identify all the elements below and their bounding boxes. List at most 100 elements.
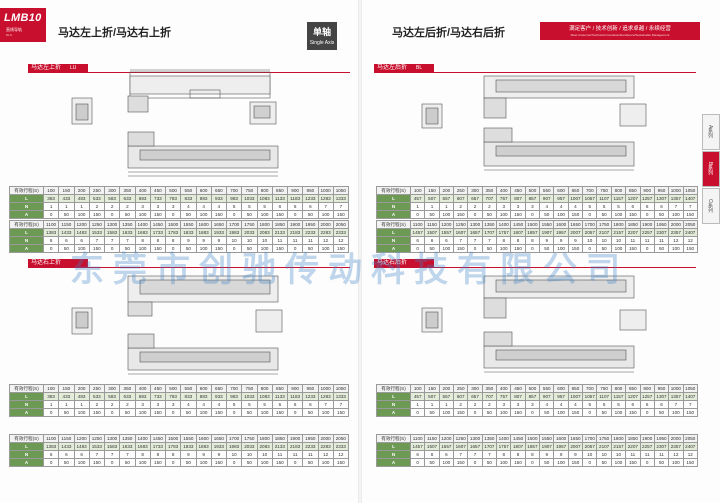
stroke-value-cell: 1800 [256,434,273,443]
stroke-value-cell: 1800 [610,434,627,443]
table-cell: 933 [210,392,228,401]
stroke-value-cell: 550 [539,384,555,393]
table-cell: 1707 [481,442,498,451]
stroke-value-cell: 1800 [256,220,273,229]
stroke-value-cell: 700 [225,384,243,393]
stroke-value-cell: 1500 [164,220,182,229]
table-cell: 507 [424,392,440,401]
table-cell: 150 [567,458,584,467]
slogan-text-en: Meet Customer/Technical Innovation/Excel… [570,33,670,37]
row-label-cell: N [376,450,411,459]
table-cell: 1107 [596,194,612,203]
table-cell: 783 [164,194,182,203]
table-cell: 50 [119,408,136,417]
stroke-value-cell: 1900 [639,220,655,229]
table-cell: 683 [134,392,151,401]
table-cell: 1383 [42,442,60,451]
table-cell: 1483 [73,442,90,451]
table-cell: 807 [510,194,526,203]
table-cell: 7 [467,450,483,459]
stroke-value-cell: 1200 [73,220,90,229]
table-cell: 857 [524,392,541,401]
stroke-value-cell: 1100 [42,434,60,443]
table-cell: 2357 [668,228,684,237]
table-cell: 150 [88,458,106,467]
table-cell: 557 [438,392,455,401]
table-cell: 5 [256,202,273,211]
section-rule [28,267,350,268]
stroke-value-cell: 1600 [195,434,212,443]
logo-subtitle: 直线导轨 [6,27,22,32]
table-cell: 1033 [241,392,258,401]
tab-b-series[interactable]: B系列 [702,151,720,187]
table-cell: 10 [225,450,243,459]
table-cell: 1007 [567,392,584,401]
company-watermark: 东莞市创驰传动科技有限公司 [70,251,629,289]
stroke-value-cell: 300 [103,384,121,393]
stroke-value-cell: 1750 [596,434,612,443]
table-cell: 2333 [332,442,350,451]
table-cell: 1207 [625,194,641,203]
table-cell: 557 [438,194,455,203]
table-cell: 2233 [302,228,319,237]
table-cell: 150 [625,458,641,467]
stroke-value-cell: 650 [567,186,584,195]
stroke-value-cell: 1350 [119,220,136,229]
stroke-value-cell: 1050 [682,384,699,393]
tab-c-series[interactable]: C系列 [702,188,720,224]
stroke-value-cell: 550 [180,384,197,393]
table-cell: 2257 [639,442,655,451]
table-cell: 1557 [438,442,455,451]
table-cell: 100 [256,408,273,417]
table-cell: 7 [317,400,334,409]
stroke-value-cell: 400 [134,186,151,195]
table-cell: 1433 [58,442,75,451]
stroke-value-cell: 1200 [438,434,455,443]
table-cell: 150 [453,458,469,467]
stroke-value-cell: 2050 [682,434,699,443]
table-cell: 957 [553,392,569,401]
stroke-value-cell: 1050 [332,186,350,195]
table-cell: 4 [567,202,584,211]
table-cell: 1133 [271,392,289,401]
table-cell: 1857 [524,442,541,451]
table-cell: 6 [409,450,426,459]
table-cell: 2233 [302,442,319,451]
stroke-value-cell: 600 [553,186,569,195]
table-cell: 100 [668,458,684,467]
table-cell: 11 [653,450,670,459]
table-cell: 1707 [481,228,498,237]
table-cell: 1807 [510,228,526,237]
table-cell: 9 [210,450,228,459]
tab-a-series[interactable]: A系列 [702,114,720,150]
stroke-value-cell: 1750 [241,434,258,443]
row-label-cell: L [376,392,411,401]
section-code: LU [70,65,77,71]
table-cell: 0 [467,210,483,219]
stroke-value-cell: 250 [453,384,469,393]
table-cell: 50 [58,210,75,219]
table-cell: 50 [539,408,555,417]
table-cell: 100 [438,458,455,467]
table-cell: 1383 [42,228,60,237]
table-cell: 2157 [610,442,627,451]
stroke-value-cell: 1150 [58,434,75,443]
table-cell: 100 [496,408,512,417]
stroke-value-cell: 150 [424,186,440,195]
stroke-value-cell: 450 [510,384,526,393]
table-cell: 0 [42,244,60,253]
table-cell: 0 [582,408,598,417]
stroke-value-cell: 100 [409,384,426,393]
stroke-value-cell: 150 [58,186,75,195]
table-cell: 2283 [317,442,334,451]
stroke-value-cell: 450 [149,384,167,393]
stroke-value-cell: 1650 [210,220,228,229]
